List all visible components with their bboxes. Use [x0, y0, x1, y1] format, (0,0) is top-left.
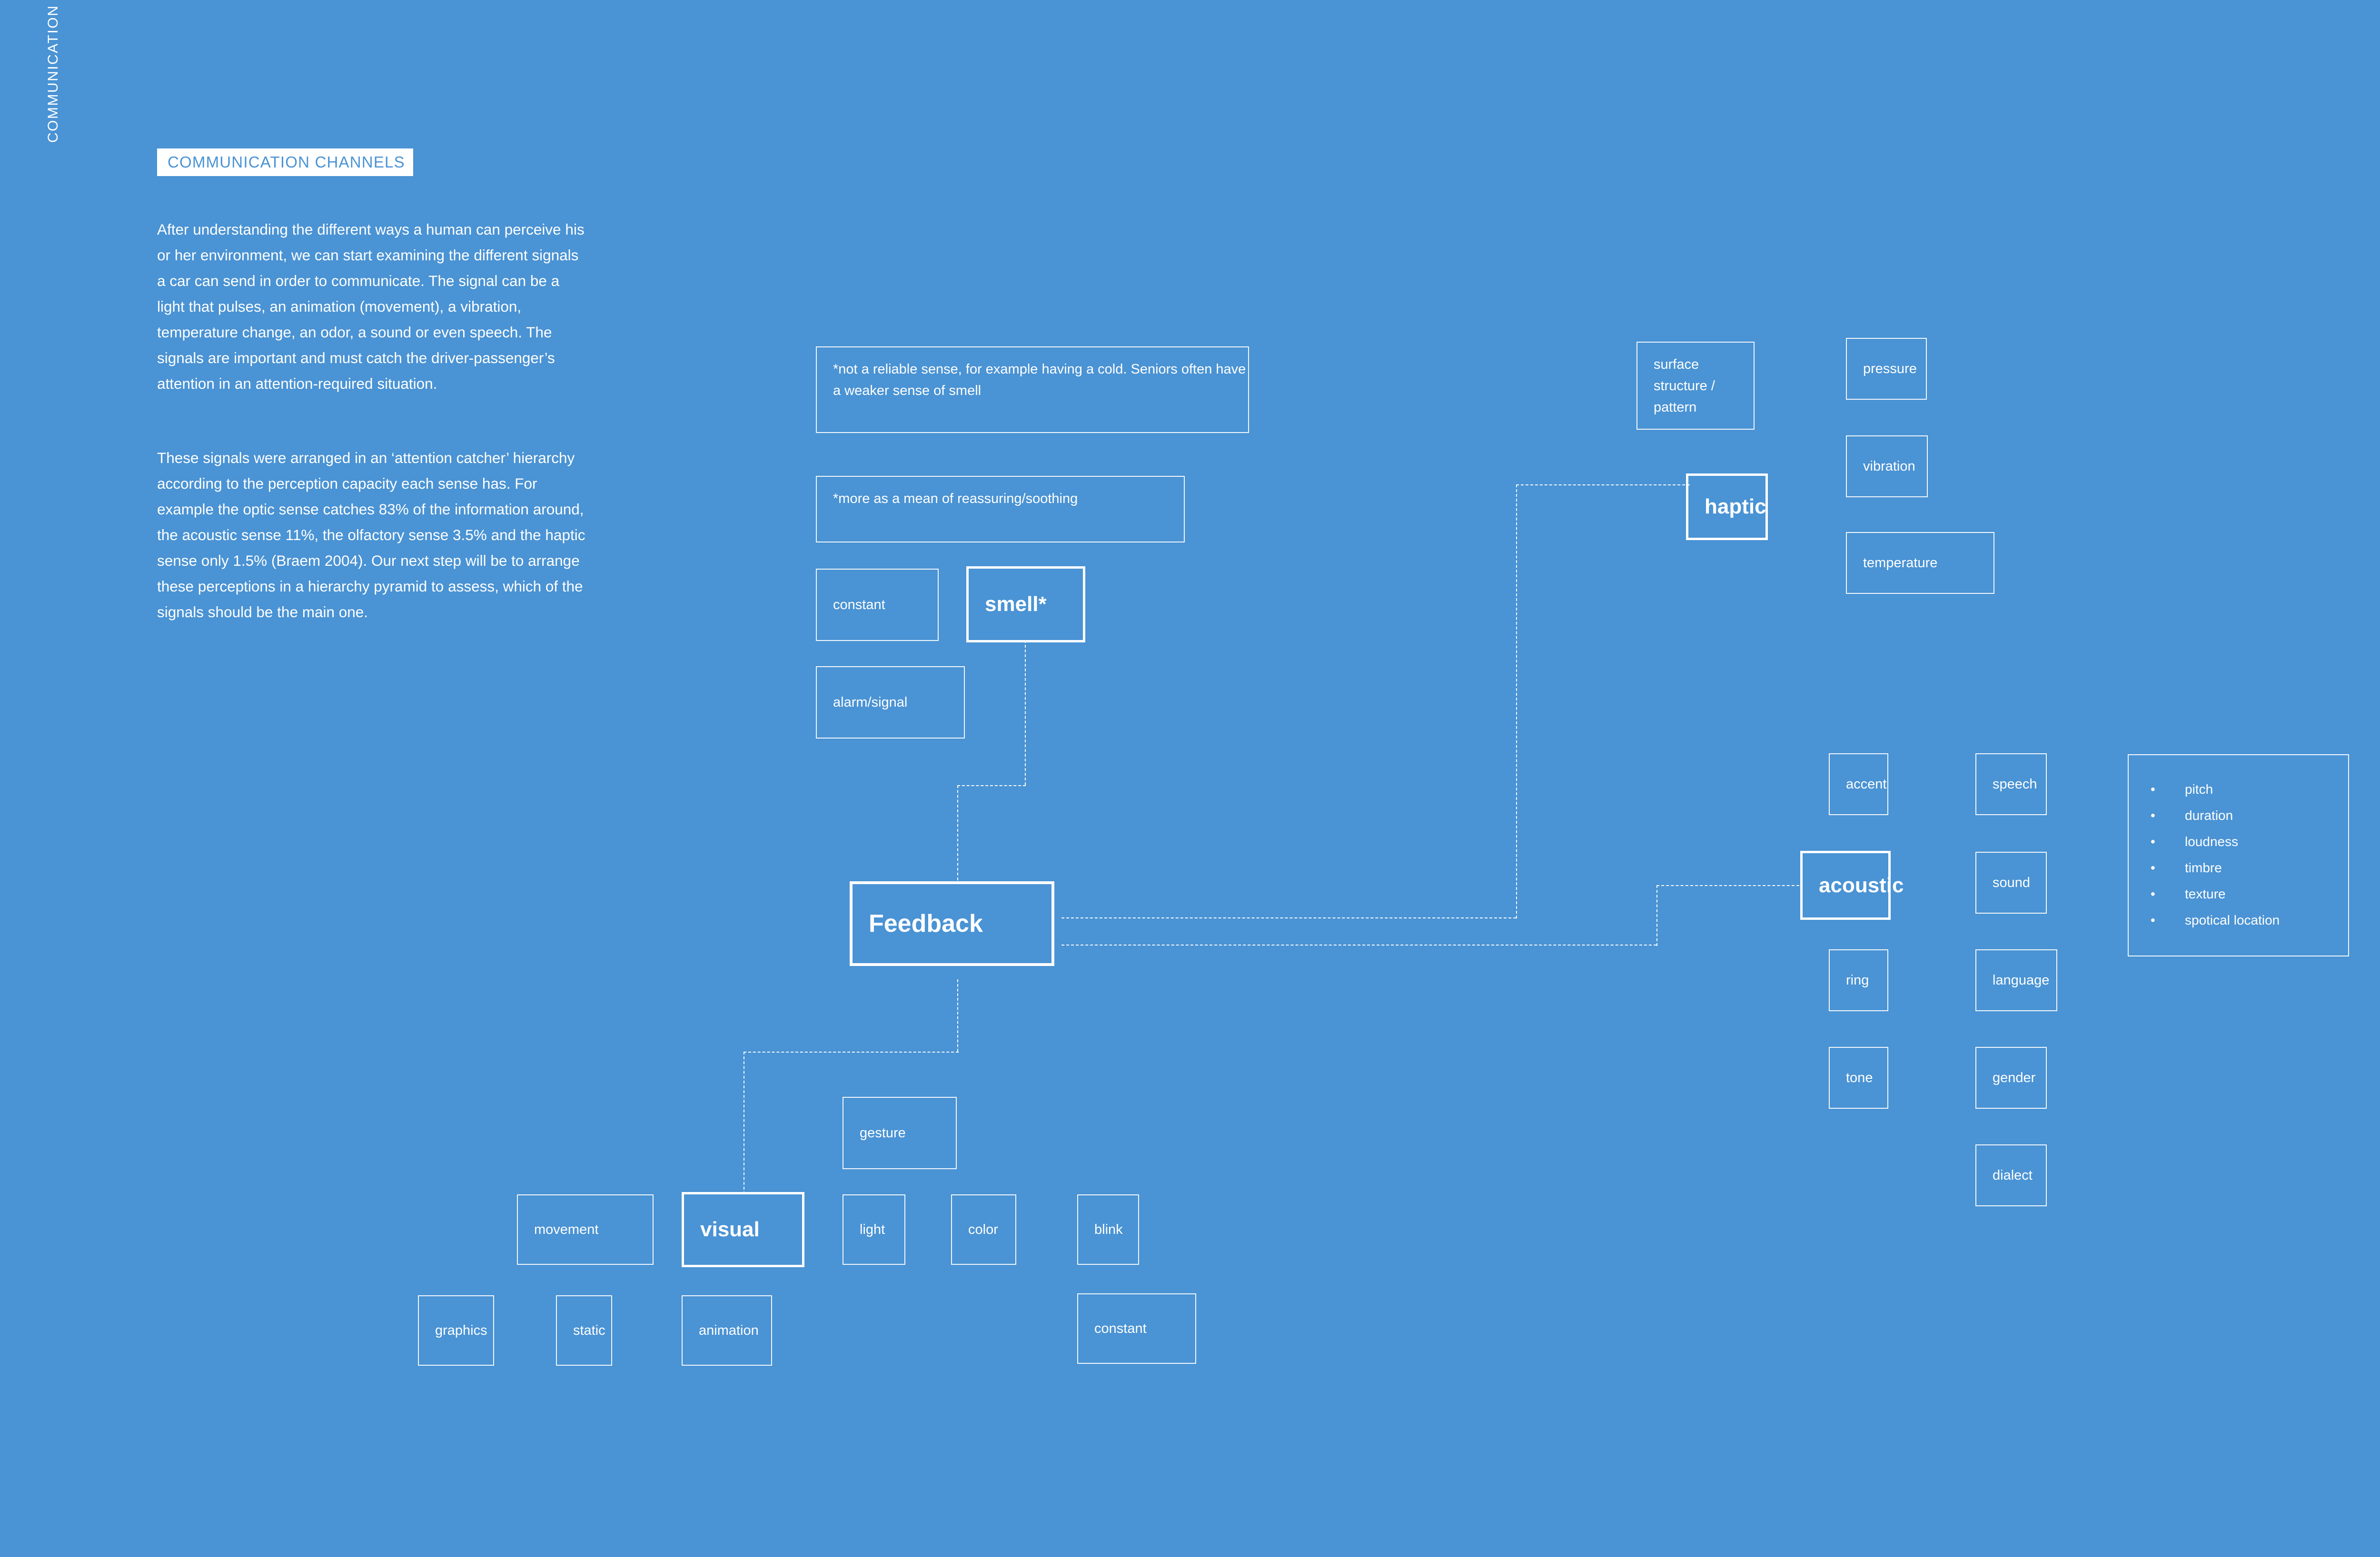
connector-hub-haptic-right2 — [1516, 484, 1690, 485]
connector-hub-acoustic-up — [1656, 885, 1657, 946]
connector-hub-acoustic-right1 — [1061, 945, 1656, 946]
connector-hub-haptic-up — [1516, 484, 1517, 918]
bullet-icon: • — [2151, 834, 2155, 849]
node-blink[interactable]: blink — [1077, 1194, 1139, 1265]
node-pressure[interactable]: pressure — [1846, 338, 1927, 400]
node-feedback[interactable]: Feedback — [850, 881, 1054, 966]
node-color[interactable]: color — [951, 1194, 1016, 1265]
list-item: • texture — [2151, 881, 2280, 907]
bullet-icon: • — [2151, 808, 2155, 823]
node-visual[interactable]: visual — [682, 1192, 804, 1267]
bullet-icon: • — [2151, 913, 2155, 927]
node-tone[interactable]: tone — [1829, 1047, 1888, 1109]
bullet-icon: • — [2151, 860, 2155, 875]
list-item: • spotical location — [2151, 907, 2280, 933]
note-smell: *not a reliable sense, for example havin… — [816, 346, 1249, 433]
list-item: • timbre — [2151, 855, 2280, 881]
intro-paragraph-2: These signals were arranged in an ‘atten… — [157, 449, 585, 621]
node-vibration[interactable]: vibration — [1846, 435, 1928, 497]
connector-smell-to-hub — [957, 785, 958, 880]
connector-hub-haptic-right1 — [1061, 917, 1516, 918]
node-graphics[interactable]: graphics — [418, 1295, 494, 1366]
attribute-label: loudness — [2185, 834, 2239, 849]
node-accent[interactable]: accent — [1829, 753, 1888, 815]
bullet-icon: • — [2151, 782, 2155, 797]
acoustic-attributes-panel: • pitch • duration • loudness • timbre • text… — [2128, 754, 2349, 956]
node-temperature[interactable]: temperature — [1846, 532, 1994, 594]
node-light[interactable]: light — [843, 1194, 905, 1265]
note-haptic: *more as a mean of reassuring/soothing — [816, 476, 1185, 542]
node-constant-visual[interactable]: constant — [1077, 1293, 1196, 1364]
node-ring[interactable]: ring — [1829, 949, 1888, 1011]
node-constant-smell[interactable]: constant — [816, 569, 939, 641]
list-item: • duration — [2151, 802, 2280, 828]
connector-smell-left — [957, 785, 1026, 786]
node-animation[interactable]: animation — [682, 1295, 772, 1366]
connector-hub-visual-left — [744, 1052, 959, 1053]
node-gesture[interactable]: gesture — [843, 1097, 957, 1169]
node-dialect[interactable]: dialect — [1975, 1144, 2047, 1206]
attribute-label: spotical location — [2185, 913, 2280, 927]
connector-smell-down — [1025, 640, 1026, 785]
attribute-label: duration — [2185, 808, 2233, 823]
list-item: • loudness — [2151, 828, 2280, 855]
bullet-icon: • — [2151, 887, 2155, 901]
node-speech[interactable]: speech — [1975, 753, 2047, 815]
node-sound[interactable]: sound — [1975, 852, 2047, 914]
page-title: COMMUNICATION CHANNELS — [157, 148, 413, 176]
connector-hub-acoustic-right2 — [1656, 885, 1799, 886]
attribute-label: timbre — [2185, 860, 2222, 875]
node-acoustic[interactable]: acoustic — [1800, 851, 1904, 920]
acoustic-attributes-list: • pitch • duration • loudness • timbre • text… — [2151, 776, 2280, 933]
node-static[interactable]: static — [556, 1295, 612, 1366]
node-language[interactable]: language — [1975, 949, 2057, 1011]
node-gender[interactable]: gender — [1975, 1047, 2047, 1109]
section-side-label: COMMUNICATION — [45, 4, 61, 143]
node-haptic[interactable]: haptic — [1686, 473, 1768, 540]
intro-paragraph-1: After understanding the different ways a… — [157, 221, 585, 392]
connector-hub-visual-down1 — [957, 979, 958, 1052]
attribute-label: texture — [2185, 887, 2226, 901]
node-movement[interactable]: movement — [517, 1194, 654, 1265]
list-item: • pitch — [2151, 776, 2280, 802]
node-smell[interactable]: smell* — [966, 566, 1085, 642]
node-surface-structure-pattern[interactable]: surface structure / pattern — [1636, 342, 1755, 430]
attribute-label: pitch — [2185, 782, 2213, 797]
node-alarm-signal[interactable]: alarm/signal — [816, 666, 965, 739]
